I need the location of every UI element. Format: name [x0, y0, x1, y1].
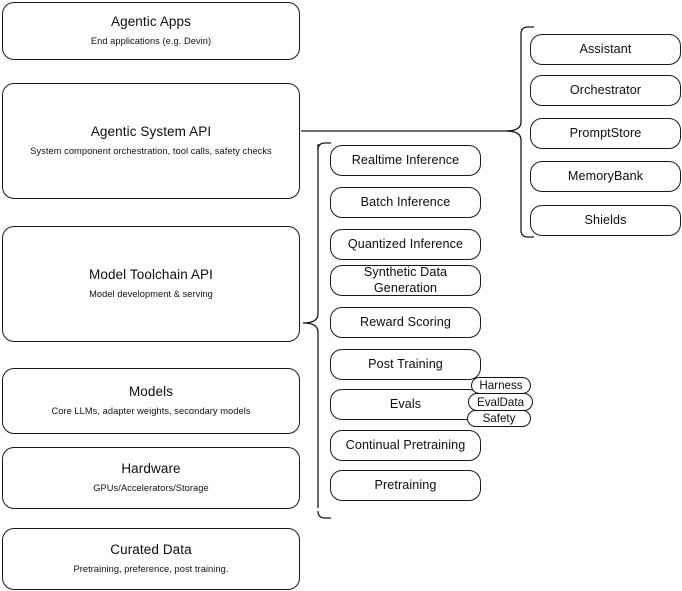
capability-continual-pretraining[interactable]: Continual Pretraining — [330, 430, 481, 461]
layer-model-toolchain-api[interactable]: Model Toolchain API Model development & … — [2, 226, 300, 342]
evals-badge-label: Safety — [482, 412, 516, 425]
evals-badge-evaldata[interactable]: EvalData — [468, 393, 533, 411]
capability-post-training[interactable]: Post Training — [330, 349, 481, 380]
layer-curated-data[interactable]: Curated Data Pretraining, preference, po… — [2, 528, 300, 590]
layer-subtitle: System component orchestration, tool cal… — [30, 146, 272, 157]
layer-title: Agentic System API — [90, 124, 212, 140]
layer-subtitle: Model development & serving — [89, 289, 213, 300]
capability-label: Continual Pretraining — [345, 437, 466, 452]
component-assistant[interactable]: Assistant — [530, 34, 681, 65]
layer-subtitle: End applications (e.g. Devin) — [90, 36, 212, 47]
component-label: MemoryBank — [567, 168, 644, 183]
evals-badge-safety[interactable]: Safety — [467, 410, 531, 427]
capability-reward-scoring[interactable]: Reward Scoring — [330, 307, 481, 338]
capability-evals[interactable]: Evals — [330, 389, 481, 420]
capability-label: Synthetic Data Generation — [363, 264, 448, 295]
layer-title: Curated Data — [110, 542, 192, 558]
component-orchestrator[interactable]: Orchestrator — [530, 75, 681, 106]
evals-badge-harness[interactable]: Harness — [471, 377, 531, 394]
component-label: Orchestrator — [569, 82, 642, 97]
layer-title: Hardware — [121, 461, 181, 477]
component-label: Shields — [584, 212, 627, 227]
layer-title: Models — [128, 384, 174, 400]
capability-label: Realtime Inference — [351, 152, 460, 167]
capability-synthetic-data-generation[interactable]: Synthetic Data Generation — [330, 265, 481, 296]
layer-subtitle: Core LLMs, adapter weights, secondary mo… — [51, 406, 251, 417]
capability-label: Quantized Inference — [347, 236, 464, 251]
component-memorybank[interactable]: MemoryBank — [530, 161, 681, 192]
capability-batch-inference[interactable]: Batch Inference — [330, 187, 481, 218]
component-label: PromptStore — [569, 125, 642, 140]
capability-label: Batch Inference — [360, 194, 451, 209]
layer-subtitle: GPUs/Accelerators/Storage — [93, 483, 209, 494]
capability-label: Pretraining — [374, 477, 437, 492]
capability-label: Reward Scoring — [360, 314, 451, 329]
capability-label: Post Training — [368, 356, 443, 371]
evals-badge-label: EvalData — [476, 395, 525, 409]
component-shields[interactable]: Shields — [530, 205, 681, 236]
capability-quantized-inference[interactable]: Quantized Inference — [330, 229, 481, 260]
capability-label: Evals — [389, 396, 422, 411]
layer-agentic-system-api[interactable]: Agentic System API System component orch… — [2, 83, 300, 199]
layer-title: Model Toolchain API — [89, 267, 213, 283]
capability-realtime-inference[interactable]: Realtime Inference — [330, 145, 481, 176]
layer-title: Agentic Apps — [110, 14, 191, 30]
capability-pretraining[interactable]: Pretraining — [330, 470, 481, 501]
layer-agentic-apps[interactable]: Agentic Apps End applications (e.g. Devi… — [2, 2, 300, 60]
component-promptstore[interactable]: PromptStore — [530, 118, 681, 149]
layer-hardware[interactable]: Hardware GPUs/Accelerators/Storage — [2, 447, 300, 509]
layer-subtitle: Pretraining, preference, post training. — [73, 564, 229, 575]
evals-badge-label: Harness — [479, 379, 523, 392]
component-label: Assistant — [579, 41, 632, 56]
layer-models[interactable]: Models Core LLMs, adapter weights, secon… — [2, 368, 300, 434]
